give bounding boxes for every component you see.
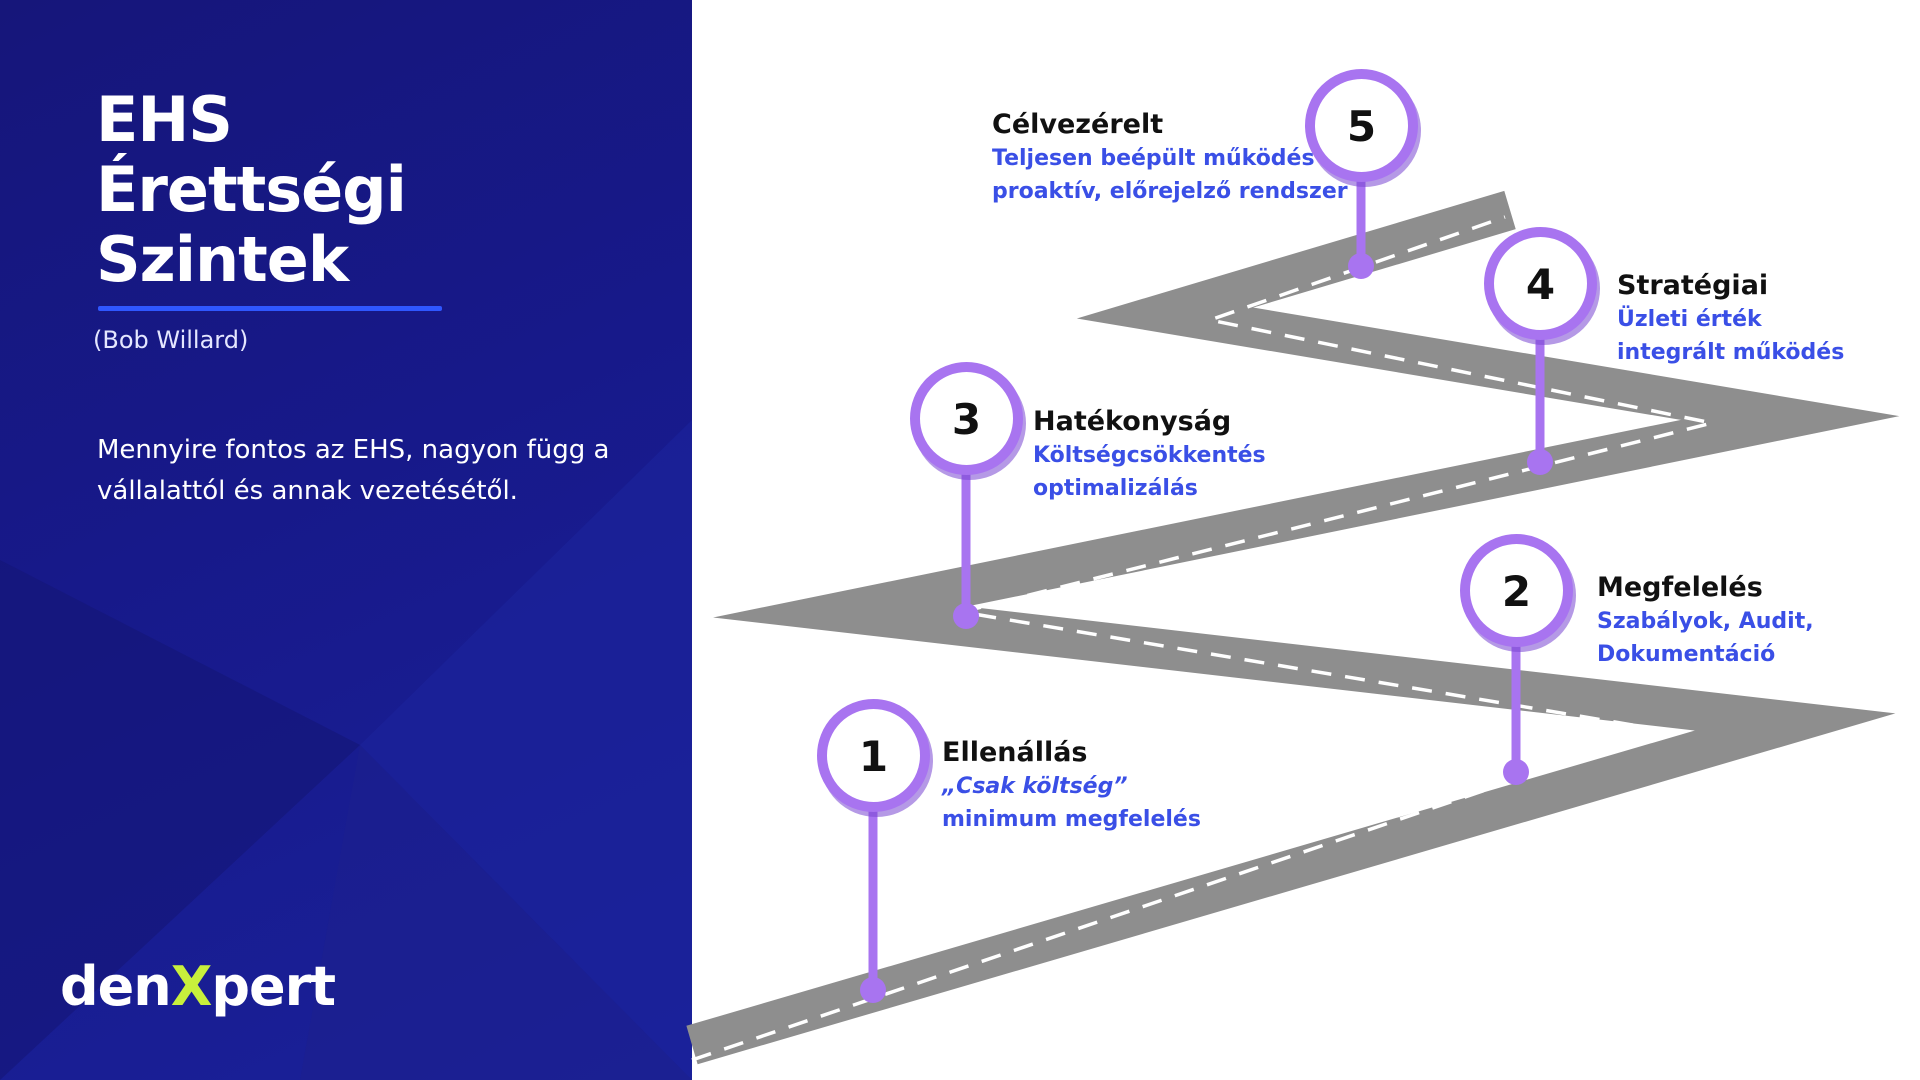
stage-number: 5 bbox=[1347, 102, 1376, 151]
stage-detail: proaktív, előrejelző rendszer bbox=[992, 175, 1348, 208]
stage-detail: Teljesen beépült működés bbox=[992, 142, 1348, 175]
stage-title: Célvezérelt bbox=[992, 108, 1348, 142]
stage-label: Célvezérelt Teljesen beépült működés pro… bbox=[992, 108, 1348, 208]
